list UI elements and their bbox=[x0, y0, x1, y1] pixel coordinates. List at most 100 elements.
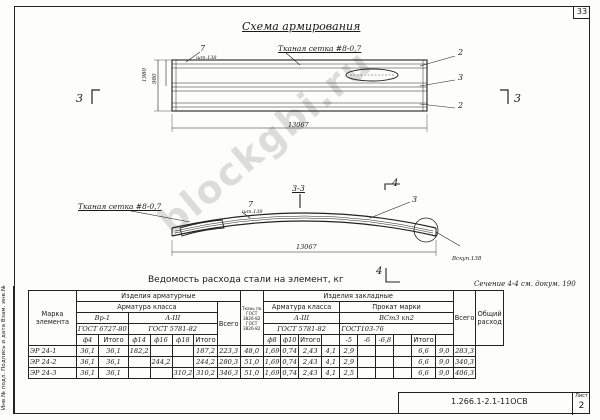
cell: 9,0 bbox=[434, 356, 454, 368]
table-row: ЭР 24-2 36,1 36,1 244,2 244,2 280,3 51,0… bbox=[28, 356, 504, 368]
cell: 9,0 bbox=[434, 367, 454, 379]
cell bbox=[393, 345, 413, 357]
cell: 6,6 bbox=[411, 367, 436, 379]
plan-view bbox=[91, 51, 509, 132]
blank-head bbox=[434, 334, 454, 346]
itogo-head: Итого bbox=[411, 334, 436, 346]
col-head-rebar: Изделия арматурные bbox=[76, 290, 241, 302]
cell: 4,1 bbox=[321, 367, 341, 379]
section-mark-4-bottom: 4 bbox=[376, 266, 383, 277]
callout-3-side: 3 bbox=[412, 195, 418, 204]
cell bbox=[375, 345, 395, 357]
table-caption: Ведомость расхода стали на элемент, кг bbox=[148, 275, 344, 285]
cell: 283,3 bbox=[452, 345, 477, 357]
cell: 6,6 bbox=[411, 356, 436, 368]
cell: 244,2 bbox=[193, 356, 218, 368]
callout-2-bottom: 2 bbox=[458, 101, 464, 110]
weld-note-side-2: Вскуп.138 bbox=[452, 256, 482, 262]
cell bbox=[171, 345, 195, 357]
section-note: Сечение 4-4 см. докум. 190 bbox=[474, 280, 576, 288]
embed-steel-mark: ВСт3 кп2 bbox=[339, 312, 454, 324]
cell: 6,6 bbox=[411, 345, 436, 357]
col-head-total-embedded: Всего bbox=[452, 290, 477, 346]
drawing-frame bbox=[14, 6, 590, 414]
itogo-head: Итого bbox=[298, 334, 323, 346]
cell bbox=[393, 356, 413, 368]
cell bbox=[357, 345, 377, 357]
mesh-label-side: Тканая сетка #8-0,7 bbox=[78, 202, 162, 211]
side-stamp-text: Инв.№ подл. Подпись и дата Взам. инв.№ bbox=[1, 285, 7, 410]
diam-head: ф10 bbox=[280, 334, 300, 346]
embed-gost-2: ГОСТ103-76 bbox=[339, 323, 454, 335]
col-head-overall: Общий расход bbox=[475, 290, 504, 346]
side-stamp-strip bbox=[0, 286, 14, 414]
section-3-3: 3-3 bbox=[292, 184, 305, 193]
title-block-sheet: Лист 2 bbox=[572, 393, 590, 415]
title-block: 1.266.1-2.1-11ОСВ Лист 2 bbox=[398, 392, 590, 415]
cell: 2,9 bbox=[339, 356, 359, 368]
reinforcement-drawing bbox=[91, 51, 509, 283]
cell: 223,3 bbox=[216, 345, 241, 357]
cell: 2,43 bbox=[298, 345, 323, 357]
dim-980: 980 bbox=[152, 73, 158, 85]
cell: 48,0 bbox=[239, 345, 264, 357]
diam-head: ф14 bbox=[127, 334, 151, 346]
cell: 36,1 bbox=[75, 367, 100, 379]
rebar-total-head: Всего bbox=[216, 301, 241, 346]
row-mark: ЭР 24-1 bbox=[28, 345, 77, 357]
cell: 1,69 bbox=[262, 345, 282, 357]
gost-a3: ГОСТ 5781-82 bbox=[127, 323, 218, 335]
diam-head: ф16 bbox=[149, 334, 173, 346]
cell: 346,3 bbox=[216, 367, 241, 379]
sheet-number: 2 bbox=[578, 401, 585, 411]
mesh-label-top: Тканая сетка #8-0,7 bbox=[278, 44, 362, 53]
blank-head bbox=[321, 334, 341, 346]
diam-head: ф8 bbox=[262, 334, 282, 346]
cell: 2,9 bbox=[339, 345, 359, 357]
steel-consumption-table: Марка элемента Изделия арматурные Ткань … bbox=[28, 290, 504, 379]
weld-note-top: шт.138 bbox=[196, 55, 217, 61]
cell bbox=[127, 367, 151, 379]
cell: 36,1 bbox=[98, 367, 129, 379]
col-head-marka: Марка элемента bbox=[28, 290, 77, 346]
cell bbox=[149, 345, 173, 357]
embed-rolled-head: Прокат марки bbox=[339, 301, 454, 313]
diam-head: -6 bbox=[357, 334, 377, 346]
cell: 51,0 bbox=[239, 367, 264, 379]
cell bbox=[127, 356, 151, 368]
diam-head: -6,8 bbox=[375, 334, 395, 346]
table-row: ЭР 24-1 36,1 36,1 182,2 187,2 223,3 48,0… bbox=[28, 345, 504, 357]
cell: 4,1 bbox=[321, 356, 341, 368]
diam-head: ф18 bbox=[171, 334, 195, 346]
diam-head: ф4 bbox=[75, 334, 100, 346]
cell: 4,1 bbox=[321, 345, 341, 357]
cell: 36,1 bbox=[98, 345, 129, 357]
cell bbox=[375, 356, 395, 368]
embed-armature-head: Арматура класса bbox=[262, 301, 341, 313]
cell: 9,0 bbox=[434, 345, 454, 357]
title-block-code: 1.266.1-2.1-11ОСВ bbox=[451, 397, 528, 406]
cell: 280,3 bbox=[216, 356, 241, 368]
cell: 310,2 bbox=[193, 367, 218, 379]
diam-head: -5 bbox=[339, 334, 359, 346]
callout-3: 3 bbox=[458, 73, 464, 82]
cell: 51,0 bbox=[239, 356, 264, 368]
sheet-label: Лист bbox=[575, 393, 588, 399]
cell: 36,1 bbox=[75, 345, 100, 357]
rebar-class-vr: Вр-1 bbox=[76, 312, 129, 324]
cell: 1,69 bbox=[262, 356, 282, 368]
callout-7: 7 bbox=[200, 44, 206, 53]
col-head-embedded: Изделия закладные bbox=[262, 290, 454, 302]
cell bbox=[149, 367, 173, 379]
cell: 244,2 bbox=[149, 356, 173, 368]
dim-1980: 1980 bbox=[142, 68, 148, 82]
cell bbox=[375, 367, 395, 379]
table-row: ЭР 24-3 36,1 36,1 310,2 310,2 346,3 51,0… bbox=[28, 367, 504, 379]
cell: 187,2 bbox=[193, 345, 218, 357]
col-head-fabric-note: Ткань по ГОСТ 3826-82 ГОСТ 3826-82 bbox=[239, 290, 264, 346]
weld-note-side: шт.138 bbox=[242, 209, 263, 215]
cell: 310,2 bbox=[171, 367, 195, 379]
cell: 406,3 bbox=[452, 367, 477, 379]
drawing-title: Схема армирования bbox=[242, 20, 361, 33]
cell: 0,74 bbox=[280, 356, 300, 368]
